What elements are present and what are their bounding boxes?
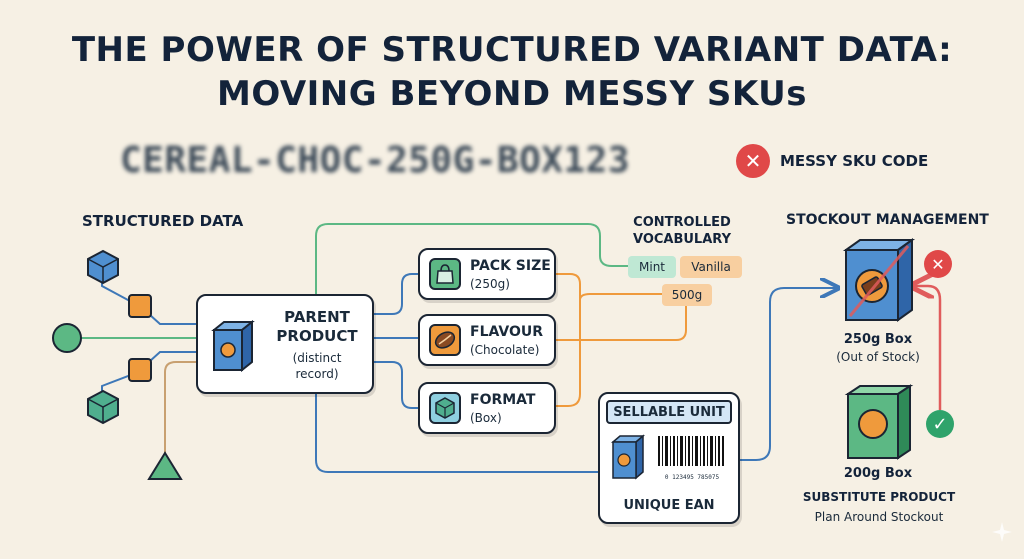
parent-product-text: PARENT PRODUCT (distinct record) <box>262 308 372 382</box>
wire-to-stockout <box>740 288 836 461</box>
square-node-bottom-icon <box>128 358 152 382</box>
title-line-2: MOVING BEYOND MESSY SKUs <box>217 74 807 114</box>
stockout-management-label: STOCKOUT MANAGEMENT <box>786 212 989 228</box>
pack-size-value: (250g) <box>470 277 510 291</box>
format-title: FORMAT <box>470 392 536 408</box>
wire-green-vocab <box>315 223 628 294</box>
cocoa-bean-icon <box>429 324 461 356</box>
wire-to-sellable <box>315 380 598 473</box>
box-icon <box>429 392 461 424</box>
attribute-card-flavour: FLAVOUR (Chocolate) <box>418 314 556 366</box>
title-line-1: THE POWER OF STRUCTURED VARIANT DATA: <box>71 30 953 70</box>
flavour-value: (Chocolate) <box>470 343 540 357</box>
barcode-digits: 0 123495 785075 <box>664 474 720 481</box>
vocab-line-1: CONTROLLED <box>633 215 731 230</box>
flavour-title: FLAVOUR <box>470 324 544 340</box>
out-of-stock-x-icon: ✕ <box>924 250 952 278</box>
parent-line-3: (distinct <box>292 351 342 365</box>
attribute-card-format: FORMAT (Box) <box>418 382 556 434</box>
wire-to-format <box>374 361 418 409</box>
pack-size-title: PACK SIZE <box>470 258 551 274</box>
product-box-icon <box>211 320 255 372</box>
x-icon: ✕ <box>736 144 770 178</box>
vocab-chip-500g: 500g <box>662 284 712 306</box>
attribute-card-pack-size: PACK SIZE (250g) <box>418 248 556 300</box>
parent-line-4: record) <box>295 367 339 381</box>
substitute-box-icon <box>844 384 914 460</box>
vocab-chip-mint: Mint <box>628 256 676 278</box>
controlled-vocabulary-label: CONTROLLED VOCABULARY <box>622 214 742 248</box>
vocab-line-2: VOCABULARY <box>632 232 731 247</box>
wire-to-pack <box>374 273 418 315</box>
sparkle-icon <box>992 522 1012 542</box>
parent-line-1: PARENT <box>284 308 350 326</box>
parent-product-card: PARENT PRODUCT (distinct record) <box>196 294 374 394</box>
out-of-stock-sub: (Out of Stock) <box>836 350 920 364</box>
sellable-box-icon <box>610 434 646 480</box>
parent-line-2: PRODUCT <box>276 327 358 345</box>
out-of-stock-box-icon <box>842 238 916 322</box>
structured-data-label: STRUCTURED DATA <box>82 212 244 230</box>
cube-node-bottom-icon <box>87 389 119 425</box>
cube-node-top-icon <box>87 249 119 285</box>
page-title: THE POWER OF STRUCTURED VARIANT DATA: MO… <box>0 28 1024 116</box>
square-node-top-icon <box>128 294 152 318</box>
unique-ean-label: UNIQUE EAN <box>623 498 715 513</box>
sellable-unit-card: SELLABLE UNIT 0 123495 785075 UNIQUE EAN <box>598 392 740 524</box>
sellable-unit-header: SELLABLE UNIT <box>606 400 732 424</box>
messy-sku-label: MESSY SKU CODE <box>780 152 929 170</box>
messy-sku-code: CEREAL-CHOC-250G-BOX123 <box>120 140 630 181</box>
substitute-arrow <box>914 286 942 410</box>
wire-orange-flavour <box>556 306 687 341</box>
format-value: (Box) <box>470 411 502 425</box>
circle-node-icon <box>52 323 82 353</box>
net-line-triangle <box>164 361 196 466</box>
substitute-product-label: SUBSTITUTE PRODUCT <box>802 490 956 504</box>
vocab-chip-vanilla: Vanilla <box>680 256 742 278</box>
substitute-title: 200g Box <box>843 466 913 481</box>
out-of-stock-title: 250g Box <box>843 332 913 347</box>
barcode-icon <box>658 436 724 466</box>
substitute-product-sub: Plan Around Stockout <box>814 510 944 524</box>
substitute-check-icon: ✓ <box>926 410 954 438</box>
bag-icon <box>429 258 461 290</box>
triangle-node-icon <box>147 451 183 480</box>
wire-orange-500g <box>579 293 662 301</box>
